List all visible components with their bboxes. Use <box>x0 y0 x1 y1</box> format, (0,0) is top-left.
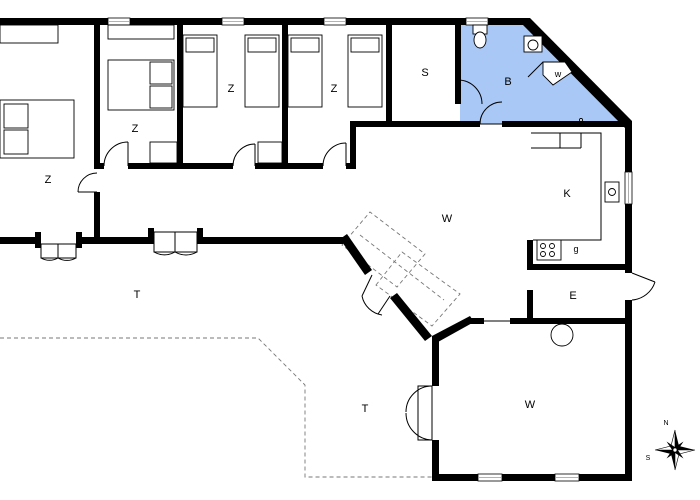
room-label-bedroom-3: Z <box>228 83 235 95</box>
windows <box>107 17 633 482</box>
pergola-divider <box>359 234 445 301</box>
room-label-bedroom-4: Z <box>331 83 338 95</box>
room-label-terrace-west: T <box>134 289 141 301</box>
room-label-kitchen: K <box>563 188 571 200</box>
walls <box>0 18 632 481</box>
compass-north-label: N <box>663 420 668 427</box>
room-label-entrance: E <box>569 290 576 302</box>
room-label-terrace-south: T <box>362 403 369 415</box>
terrace-outline-south <box>0 337 432 478</box>
furniture <box>0 24 620 347</box>
doors <box>40 79 656 441</box>
room-label-hob: g <box>573 244 578 254</box>
bathroom-fill <box>460 25 622 124</box>
terrace-pergola-2 <box>375 251 461 327</box>
terrace-pergola-1 <box>341 211 426 288</box>
compass-icon: N S <box>646 420 696 471</box>
room-label-storage: S <box>421 67 428 79</box>
room-label-bedroom-2: Z <box>132 123 139 135</box>
room-label-washer: w <box>554 69 562 79</box>
compass-south-label: S <box>646 455 651 462</box>
room-label-living-south: W <box>525 399 536 411</box>
room-label-living-main: W <box>442 213 453 225</box>
room-label-bedroom-large: Z <box>45 174 52 186</box>
room-label-bathroom: B <box>504 76 511 88</box>
room-labels: Z Z Z Z S B w W K g E W T T <box>45 67 579 415</box>
